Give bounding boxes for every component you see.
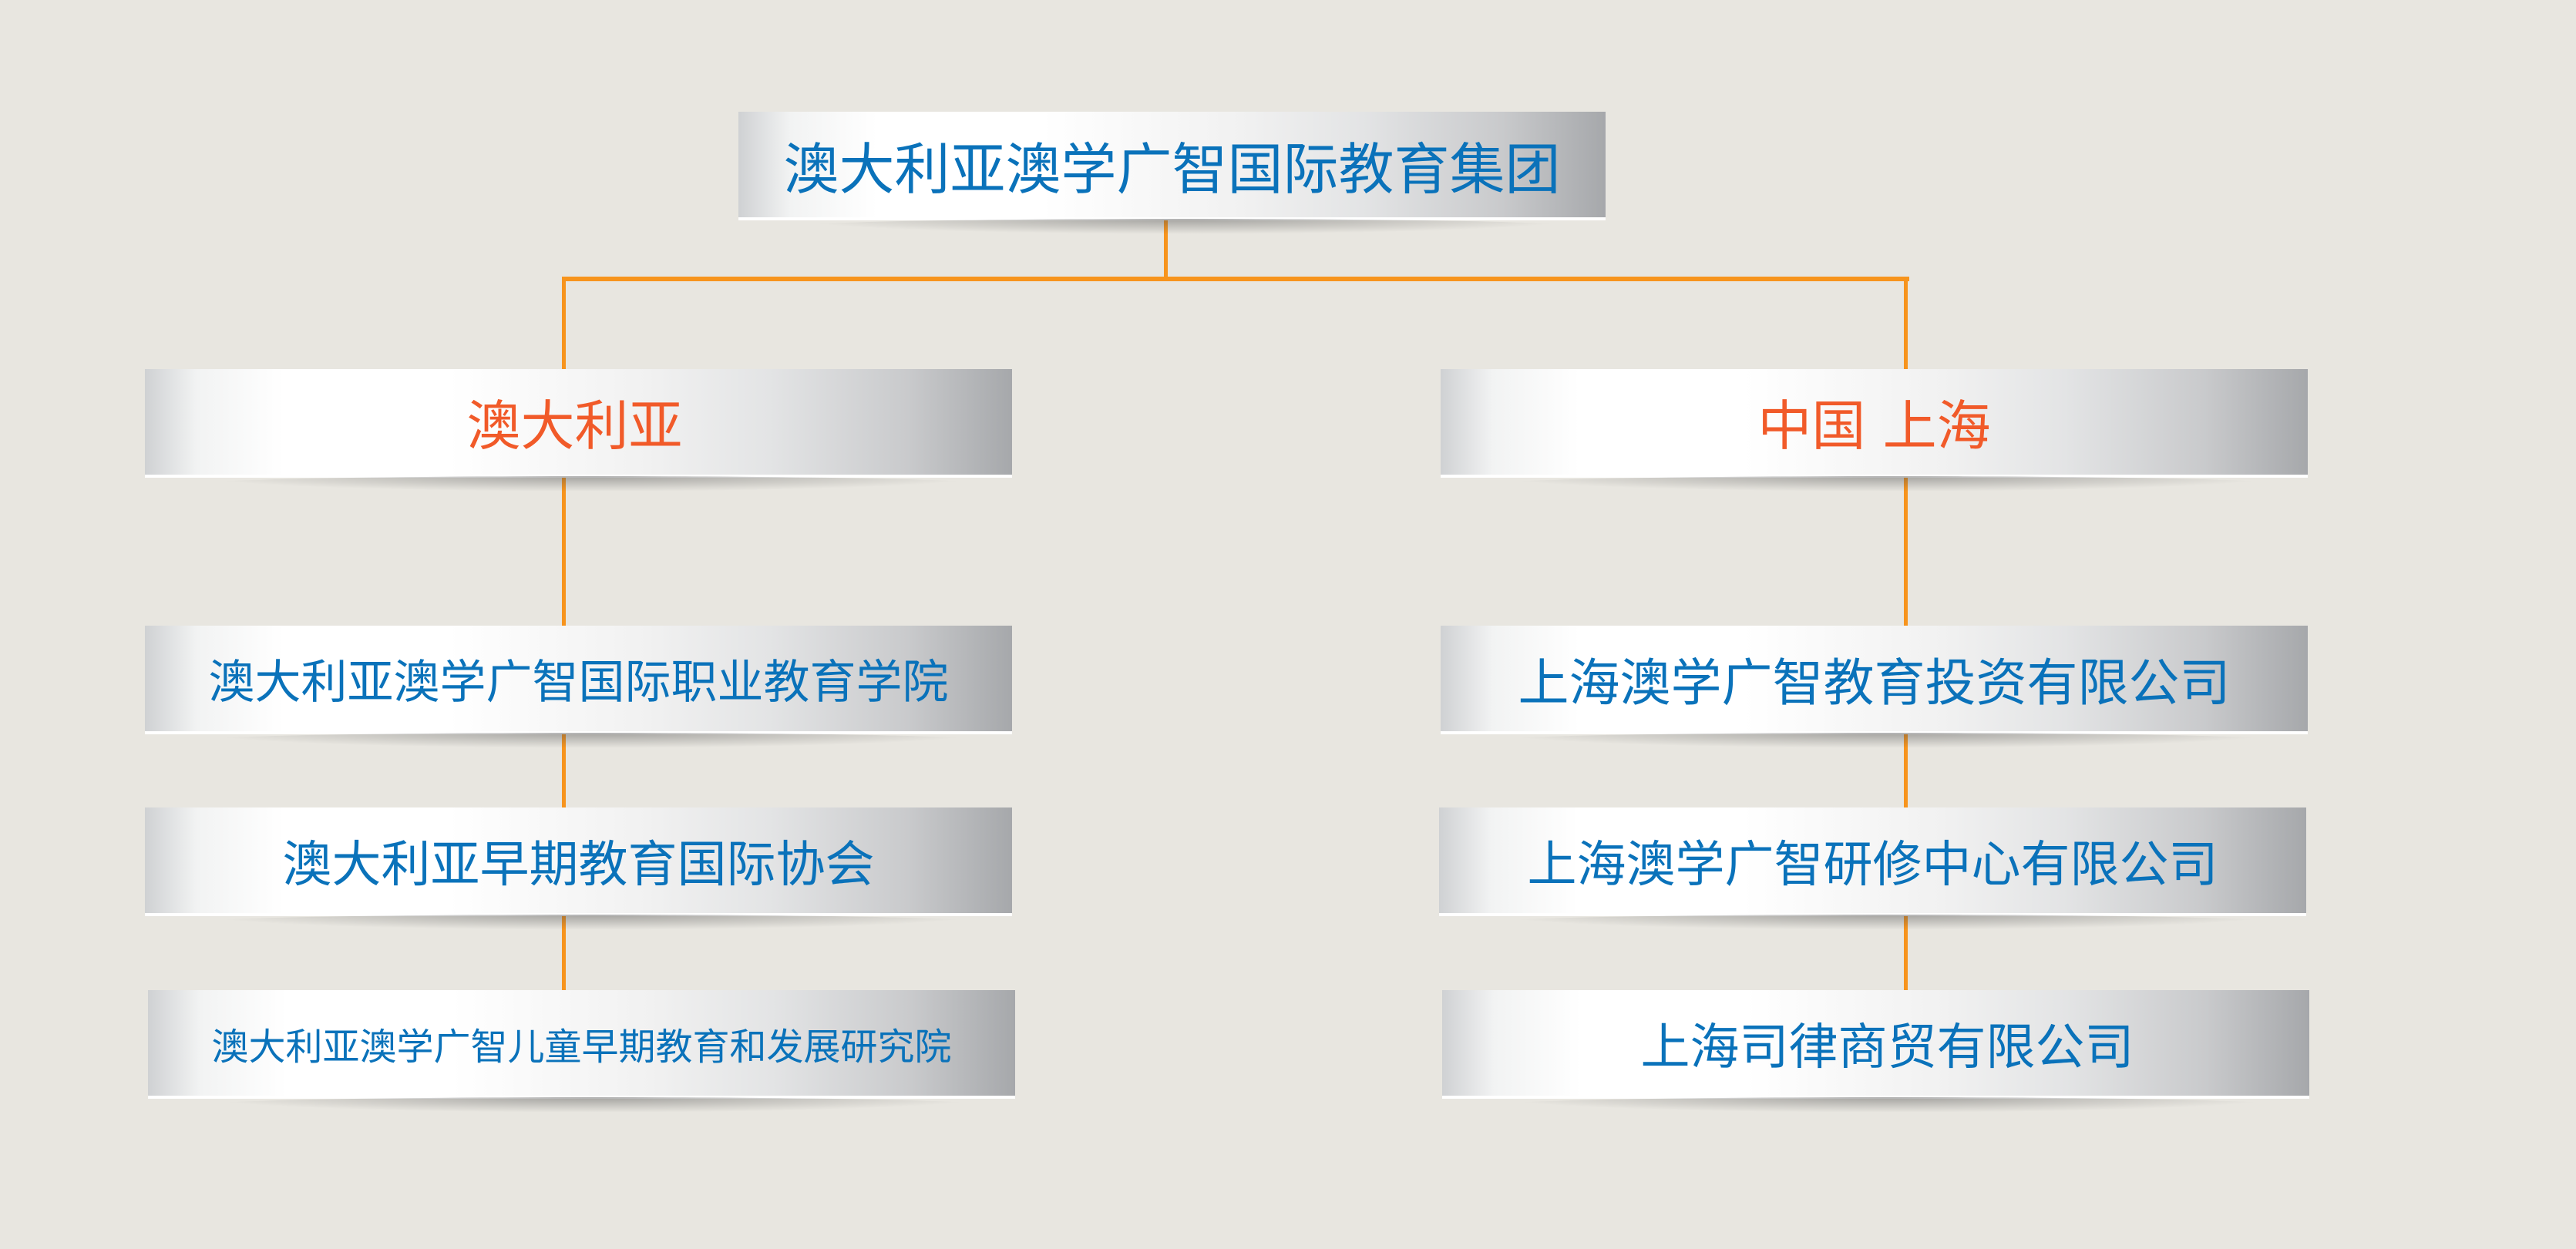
connector-horizontal	[562, 277, 1909, 281]
root-node: 澳大利亚澳学广智国际教育集团	[738, 112, 1606, 234]
child-label: 上海澳学广智研修中心有限公司	[1527, 836, 2218, 894]
child-node: 澳大利亚早期教育国际协会	[145, 807, 1012, 930]
child-label: 澳大利亚澳学广智儿童早期教育和发展研究院	[211, 1025, 952, 1069]
child-node: 澳大利亚澳学广智儿童早期教育和发展研究院	[148, 990, 1015, 1113]
child-node: 澳大利亚澳学广智国际职业教育学院	[145, 626, 1012, 748]
root-label: 澳大利亚澳学广智国际教育集团	[783, 137, 1561, 202]
branch-node-australia: 澳大利亚	[145, 369, 1012, 492]
child-label: 澳大利亚澳学广智国际职业教育学院	[208, 656, 949, 710]
child-label: 澳大利亚早期教育国际协会	[282, 836, 875, 894]
branch-label: 澳大利亚	[466, 395, 683, 458]
branch-label: 中国 上海	[1757, 395, 1991, 458]
connector-root-down	[1164, 220, 1168, 280]
child-label: 上海司律商贸有限公司	[1640, 1019, 2134, 1076]
child-node: 上海澳学广智教育投资有限公司	[1441, 626, 2308, 748]
branch-node-shanghai: 中国 上海	[1441, 369, 2308, 492]
child-label: 上海澳学广智教育投资有限公司	[1518, 653, 2231, 713]
child-node: 上海司律商贸有限公司	[1442, 990, 2309, 1113]
child-node: 上海澳学广智研修中心有限公司	[1439, 807, 2306, 930]
